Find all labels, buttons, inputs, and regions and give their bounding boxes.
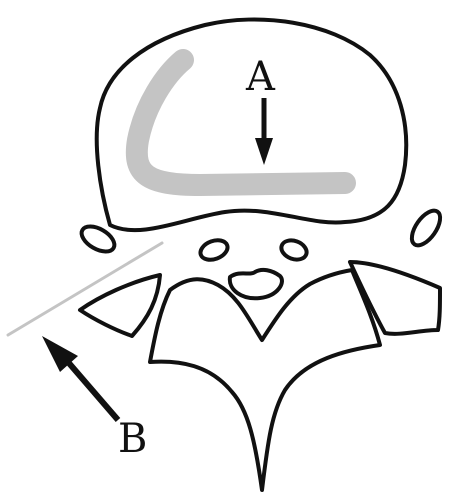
spinal-canal bbox=[230, 270, 282, 298]
label-b: B bbox=[118, 416, 147, 462]
inner-right-oval bbox=[279, 237, 310, 263]
inner-left-oval bbox=[198, 237, 230, 263]
right-oval bbox=[406, 206, 445, 250]
posterior-arch bbox=[150, 270, 380, 490]
label-a: A bbox=[245, 54, 276, 100]
arrow-b-shaft bbox=[68, 362, 118, 420]
